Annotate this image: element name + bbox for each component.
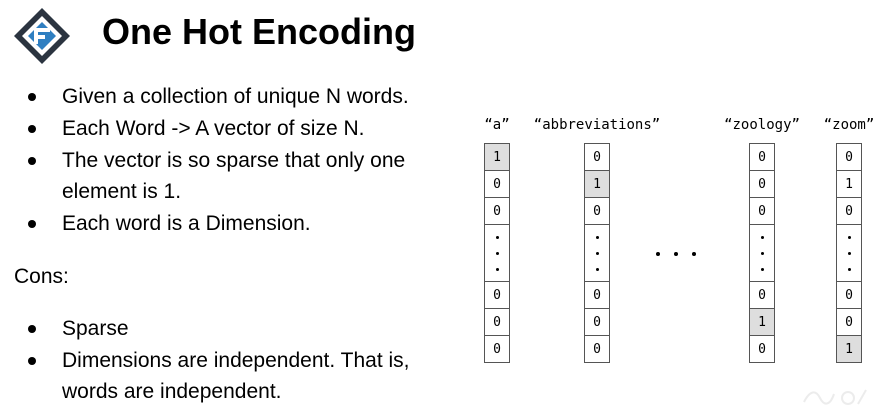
- vector-cell: 0: [836, 308, 862, 336]
- vector-cell-ellipsis: [836, 224, 862, 282]
- vector-cell: 0: [484, 170, 510, 198]
- vector-cell-ellipsis: [749, 224, 775, 282]
- vector-cell: 0: [584, 281, 610, 309]
- vector-cell: 0: [749, 335, 775, 363]
- vector-label-zoology: “zoology”: [724, 117, 800, 133]
- bullet-dot: [28, 325, 36, 333]
- vector-cell: 0: [584, 308, 610, 336]
- bullet-dot: [28, 220, 36, 228]
- vertical-dot: [595, 251, 599, 255]
- bullet-list: Given a collection of unique N words. Ea…: [14, 85, 410, 403]
- slide-title: One Hot Encoding: [102, 11, 416, 52]
- vector-cell: 0: [484, 335, 510, 363]
- vector-cell: 0: [584, 335, 610, 363]
- vector-cell: 1: [749, 308, 775, 336]
- vertical-dot: [595, 267, 599, 271]
- vector-cell: 0: [836, 281, 862, 309]
- vector-cell: 1: [584, 170, 610, 198]
- bullet-dot: [28, 157, 36, 165]
- vertical-dot: [595, 235, 599, 239]
- vector-cell: 0: [836, 143, 862, 171]
- vector-cell: 0: [584, 143, 610, 171]
- vector-label-abbreviations: “abbreviations”: [533, 117, 661, 133]
- cons-text-continued: words are independent.: [62, 380, 282, 403]
- vertical-dot: [495, 267, 499, 271]
- vertical-dot: [495, 235, 499, 239]
- vector-cell: 0: [749, 281, 775, 309]
- bullet-text: The vector is so sparse that only one: [62, 149, 406, 172]
- vertical-dot: [760, 251, 764, 255]
- vector-cell-ellipsis: [484, 224, 510, 282]
- vector-label-a: “a”: [484, 117, 510, 133]
- cons-text: Sparse: [62, 317, 129, 340]
- vector-cell: 1: [836, 335, 862, 363]
- vector-cell: 0: [484, 308, 510, 336]
- bullet-text: Each Word -> A vector of size N.: [62, 117, 365, 140]
- bullet-text: Each word is a Dimension.: [62, 212, 311, 235]
- vector-cell: 0: [484, 281, 510, 309]
- vector-cell: 1: [836, 170, 862, 198]
- vertical-dot: [847, 251, 851, 255]
- bullet-text: Given a collection of unique N words.: [62, 85, 409, 108]
- cons-text: Dimensions are independent. That is,: [62, 349, 410, 372]
- vector-cell: 1: [484, 143, 510, 171]
- bullet-dot: [28, 125, 36, 133]
- bullet-dot: [28, 357, 36, 365]
- ellipsis-icon: [656, 252, 696, 256]
- bullet-dot: [28, 93, 36, 101]
- vertical-dot: [847, 267, 851, 271]
- vertical-dot: [847, 235, 851, 239]
- vector-cell: 0: [749, 170, 775, 198]
- vertical-dot: [760, 235, 764, 239]
- vertical-dot: [495, 251, 499, 255]
- vector-cell: 0: [749, 143, 775, 171]
- vector-cell: 0: [584, 197, 610, 225]
- vector-cell: 0: [836, 197, 862, 225]
- vector-label-zoom: “zoom”: [823, 117, 875, 133]
- cons-heading: Cons:: [14, 265, 69, 288]
- bullet-text-continued: element is 1.: [62, 180, 182, 203]
- vertical-dot: [760, 267, 764, 271]
- watermark-icon: [803, 389, 867, 405]
- logo-icon: [14, 8, 70, 64]
- vector-cell: 0: [484, 197, 510, 225]
- vector-cell-ellipsis: [584, 224, 610, 282]
- vector-cell: 0: [749, 197, 775, 225]
